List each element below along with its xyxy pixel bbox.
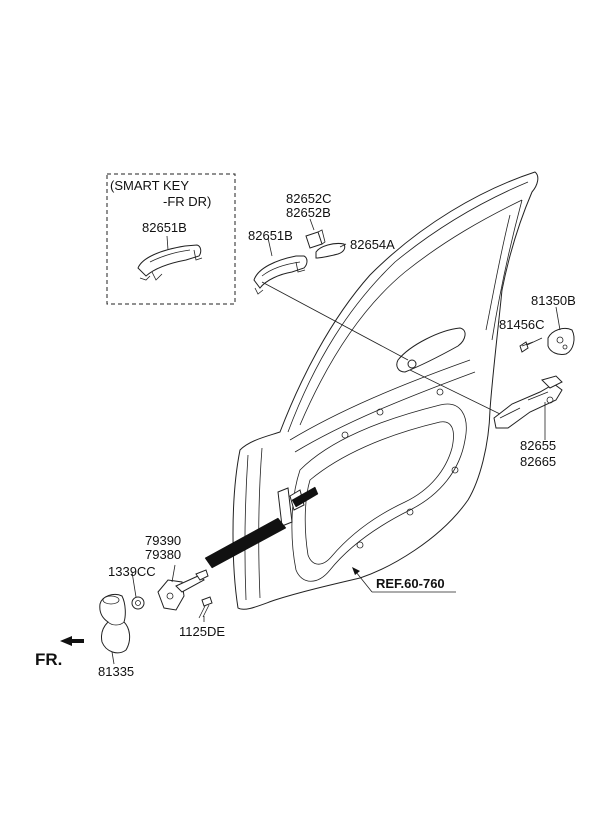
check-bolt — [198, 596, 213, 619]
smart-key-part-label: 82651B — [142, 220, 187, 235]
smart-key-title: (SMART KEY — [110, 178, 189, 193]
check-nut — [131, 596, 145, 610]
outside-handle — [253, 255, 308, 295]
label-81456C: 81456C — [499, 317, 545, 332]
label-81350B: 81350B — [531, 293, 576, 308]
label-1339CC: 1339CC — [108, 564, 156, 579]
label-82652C: 82652C — [286, 191, 332, 206]
ref-arrow-head — [352, 567, 360, 575]
latch-screw — [519, 337, 543, 353]
label-82665: 82665 — [520, 454, 556, 469]
label-82651B: 82651B — [248, 228, 293, 243]
assembly-arrow-hinge — [291, 486, 319, 508]
handle-cover-outside — [315, 243, 346, 259]
smart-key-subtitle: -FR DR) — [163, 194, 211, 209]
front-door-panel — [232, 171, 539, 610]
smart-key-box: (SMART KEY -FR DR) 82651B — [106, 173, 236, 305]
label-1125DE: 1125DE — [179, 624, 225, 639]
label-82655: 82655 — [520, 438, 556, 453]
label-82652B: 82652B — [286, 205, 331, 220]
smart-key-box-frame — [106, 173, 236, 305]
hinge-cover — [99, 593, 131, 654]
label-79390: 79390 — [145, 533, 181, 548]
label-ref: REF.60-760 — [376, 576, 445, 591]
handle-cover-cap — [305, 229, 326, 249]
leader-line — [166, 235, 169, 251]
part-labels: 82652C 82652B 82651B 82654A 81350B 81456… — [98, 191, 576, 679]
inside-handle-assembly — [493, 375, 563, 429]
outside-handle-smart-key — [137, 244, 203, 281]
door-latch — [547, 327, 575, 355]
label-82654A: 82654A — [350, 237, 395, 252]
front-direction-arrow — [60, 636, 84, 646]
front-direction-label: FR. — [35, 650, 62, 669]
leader-lines — [111, 218, 561, 665]
label-79380: 79380 — [145, 547, 181, 562]
door-check-link — [157, 569, 209, 611]
assembly-arrow-check — [204, 517, 287, 569]
label-81335: 81335 — [98, 664, 134, 679]
